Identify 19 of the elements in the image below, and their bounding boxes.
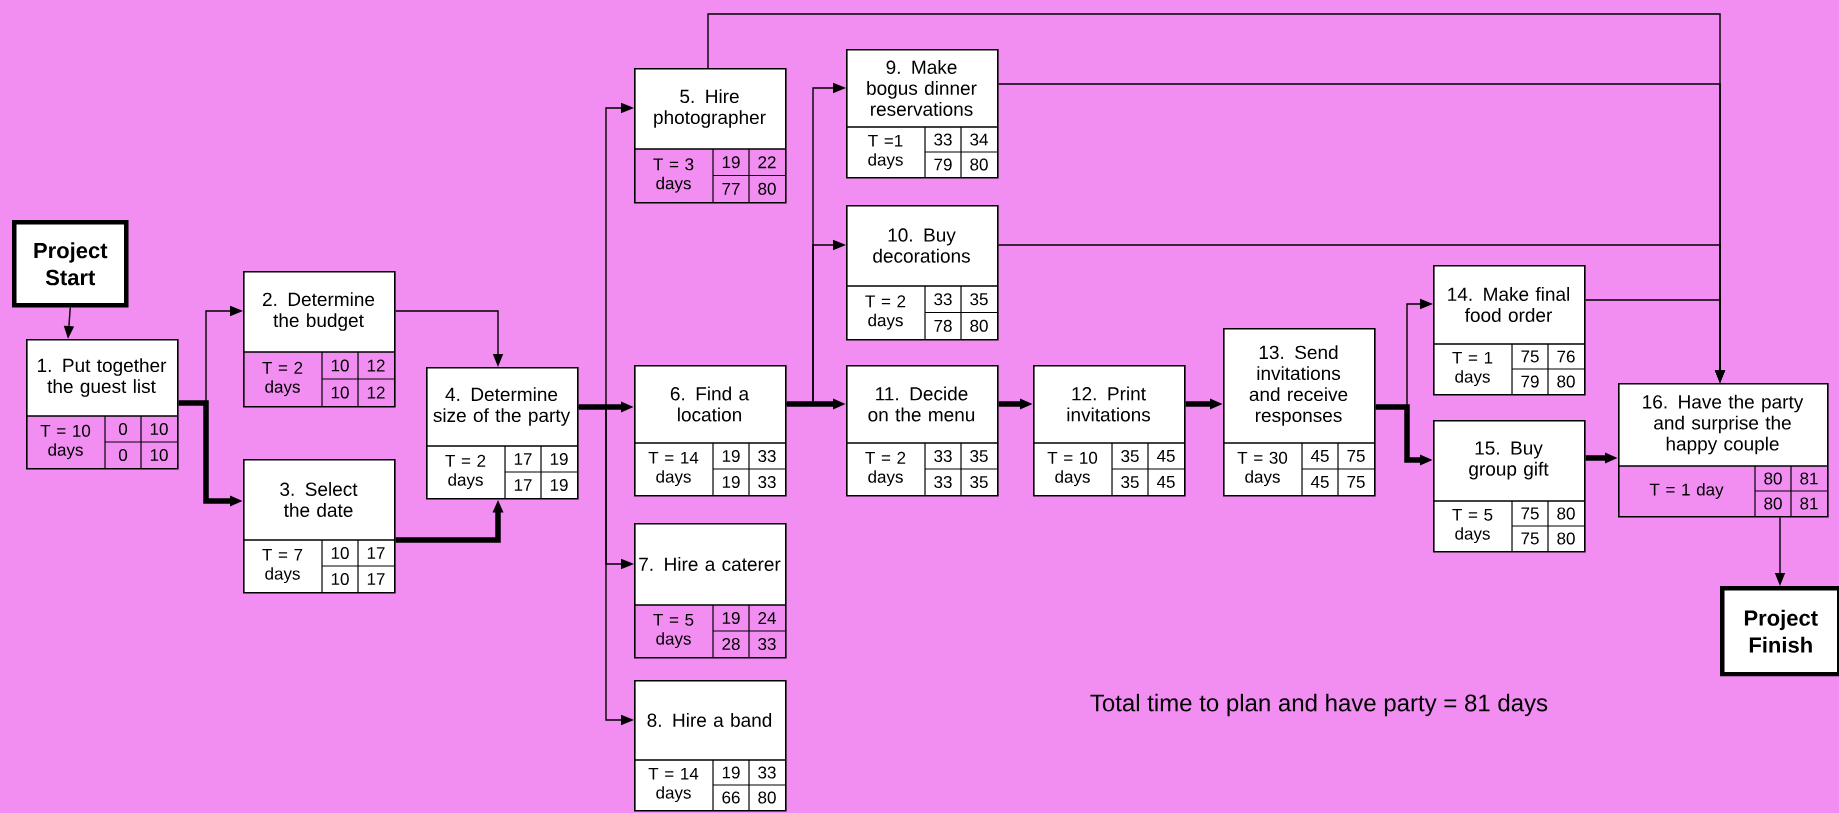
activity-box: 6. Find a location T = 14 days 19 33 19 33	[633, 365, 787, 497]
activity-box: 9. Make bogus dinner reservations T =1 days 33 34 79 80	[845, 49, 999, 179]
activity-box: 5. Hire photographer T = 3 days 19 22 77 80	[633, 68, 787, 204]
activity-box: 13. Send invitations and receive responses T = 30 days 45 75 45 75	[1222, 328, 1376, 497]
note-text: Total time to plan and have party = 81 days	[1090, 693, 1548, 717]
activity-box: 1. Put together the guest list T = 10 days 0 10 0 10	[25, 339, 179, 470]
activity-box: 4. Determine size of the party T = 2 days 17 19 17 19	[425, 367, 579, 500]
activity-box: 10. Buy decorations T = 2 days 33 35 78 80	[845, 205, 999, 341]
milestone-box: Project Finish	[1720, 586, 1839, 677]
activity-box: 12. Print invitations T = 10 days 35 45 35 45	[1032, 365, 1186, 497]
activity-box: 2. Determine the budget T = 2 days 10 12 10 12	[242, 271, 396, 408]
activity-box: 15. Buy group gift T = 5 days 75 80 75 80	[1432, 420, 1586, 553]
activity-box: 16. Have the party and surprise the happy couple T = 1 day 80 81 80 81	[1617, 383, 1829, 518]
activity-box: 3. Select the date T = 7 days 10 17 10 17	[242, 459, 396, 594]
milestone-box: Project Start	[12, 220, 129, 308]
activity-box: 8. Hire a band T = 14 days 19 33 66 80	[633, 680, 787, 812]
activity-box: 14. Make final food order T = 1 days 75 76 79 80	[1432, 265, 1586, 396]
activity-box: 11. Decide on the menu T = 2 days 33 35 33 35	[845, 365, 999, 497]
activity-box: 7. Hire a caterer T = 5 days 19 24 28 33	[633, 523, 787, 659]
